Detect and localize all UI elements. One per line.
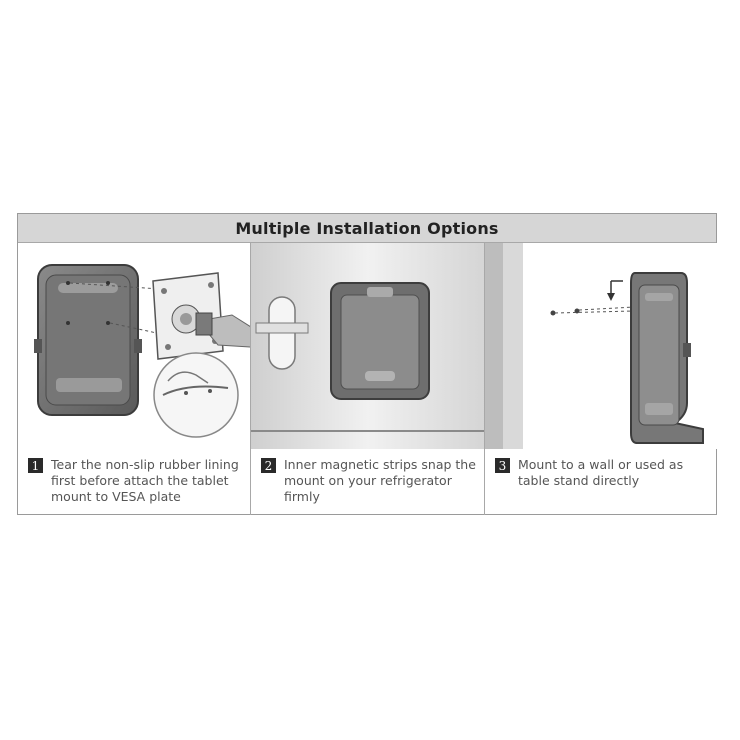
option-panel-refrigerator: 2 Inner magnetic strips snap the mount o… [251, 243, 485, 515]
option-panel-wall: 3 Mount to a wall or used as table stand… [485, 243, 717, 515]
step-text: Inner magnetic strips snap the mount on … [284, 457, 476, 504]
wall-mount-illustration-icon [485, 243, 717, 449]
step-caption-3: 3 Mount to a wall or used as table stand… [495, 457, 711, 489]
step-number-badge: 2 [261, 458, 276, 473]
vesa-mount-illustration-icon [18, 243, 250, 449]
step-caption-2: 2 Inner magnetic strips snap the mount o… [261, 457, 478, 505]
option-panel-vesa: 1 Tear the non-slip rubber lining first … [18, 243, 251, 515]
step-text: Mount to a wall or used as table stand d… [518, 457, 684, 488]
step-caption-1: 1 Tear the non-slip rubber lining first … [28, 457, 244, 505]
step-number-badge: 1 [28, 458, 43, 473]
section-title: Multiple Installation Options [18, 214, 716, 243]
step-number-badge: 3 [495, 458, 510, 473]
refrigerator-mount-illustration-icon [251, 243, 484, 449]
step-text: Tear the non-slip rubber lining first be… [51, 457, 239, 504]
installation-options-sheet: Multiple Installation Options [17, 213, 717, 515]
